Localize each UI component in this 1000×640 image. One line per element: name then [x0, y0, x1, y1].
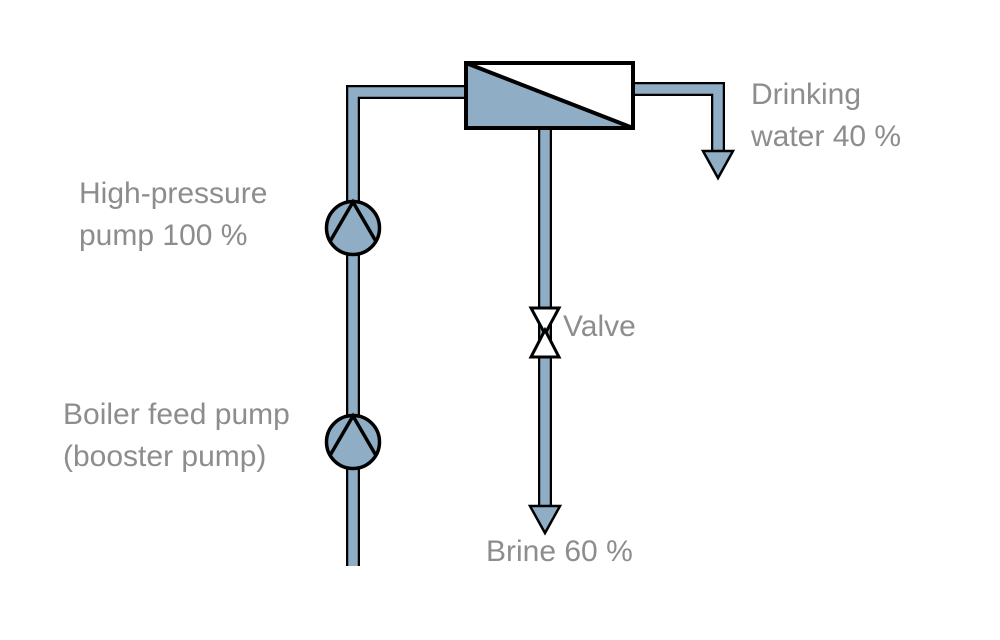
- valve-symbol: [528, 306, 562, 359]
- label-drinking-water: Drinking water 40 %: [751, 74, 901, 158]
- high-pressure-pump-symbol: [324, 198, 382, 257]
- high-pressure-pump-impeller-icon: [328, 198, 378, 243]
- label-high-pressure-pump-line2: pump 100 %: [79, 219, 248, 252]
- high-pressure-pump-body: [324, 199, 382, 257]
- pipe-outlines: [346, 82, 725, 566]
- drinking-water-arrowhead-icon: [700, 149, 736, 181]
- drinking-pipe-outline: [630, 82, 725, 152]
- label-boiler-feed-pump: Boiler feed pump (booster pump): [63, 394, 290, 478]
- boiler-feed-pump-impeller-icon: [328, 412, 378, 457]
- valve-bottom-triangle: [528, 326, 562, 359]
- valve-top-triangle: [528, 306, 562, 338]
- label-valve-line1: Valve: [563, 310, 636, 343]
- feed-pipe: [348, 87, 470, 566]
- brine-arrowhead-icon: [527, 504, 563, 536]
- label-valve: Valve: [563, 306, 636, 348]
- pipe-fills: [348, 84, 723, 566]
- label-boiler-feed-pump-line1: Boiler feed pump: [63, 398, 290, 431]
- label-high-pressure-pump: High-pressure pump 100 %: [79, 173, 267, 257]
- label-brine: Brine 60 %: [486, 531, 633, 573]
- membrane-module-diagonal: [465, 61, 634, 130]
- drinking-pipe: [630, 84, 723, 153]
- feed-pipe-outline: [346, 85, 470, 566]
- label-boiler-feed-pump-line2: (booster pump): [63, 440, 267, 473]
- membrane-module-border: [464, 61, 635, 130]
- blue-fill-shapes: [324, 61, 736, 536]
- label-high-pressure-pump-line1: High-pressure: [79, 177, 268, 210]
- label-drinking-water-line1: Drinking: [751, 78, 862, 111]
- label-drinking-water-line2: water 40 %: [751, 120, 902, 153]
- boiler-feed-pump-body: [324, 413, 382, 471]
- label-brine-line1: Brine 60 %: [486, 535, 633, 568]
- boiler-feed-pump-symbol: [324, 412, 382, 471]
- membrane-module-symbol: [464, 61, 635, 130]
